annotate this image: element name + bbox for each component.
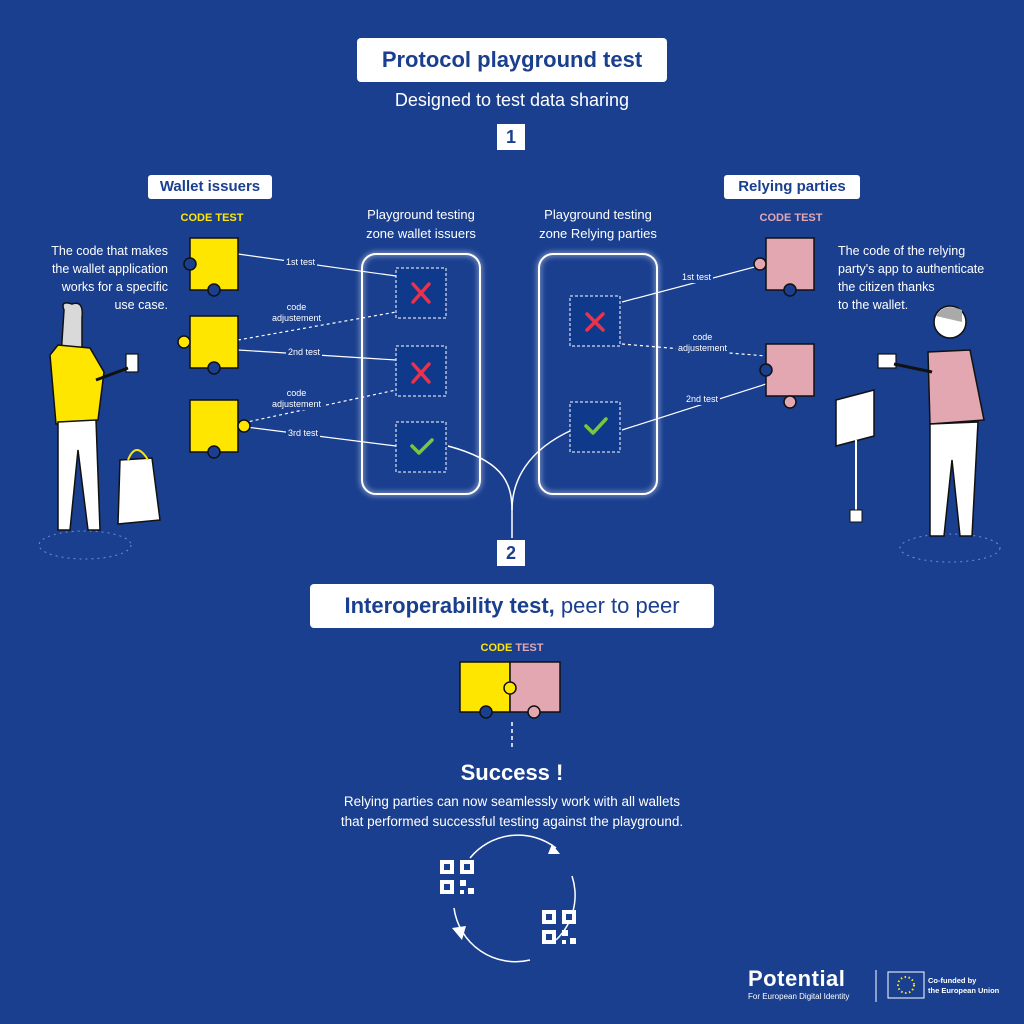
success-text: Relying parties can now seamlessly work … [340, 794, 684, 829]
page-title: Protocol playground test [357, 38, 667, 82]
right-code-test-label: CODE TEST [759, 212, 823, 224]
woman-illustration [38, 302, 161, 560]
right-description: The code of the relying party's app to a… [838, 244, 985, 312]
right-adjustment-label: code adjustement [676, 332, 730, 354]
zone-left-piece-3 [395, 421, 447, 473]
cycle-arrow-bottom [453, 907, 531, 963]
cycle-arrow-top [469, 834, 557, 859]
left-3rd-test-label: 3rd test [286, 428, 321, 439]
page-subtitle: Designed to test data sharing [394, 90, 630, 110]
yellow-puzzle-piece-2 [177, 315, 239, 375]
zone-wallet-issuers-title: Playground testing zone wallet issuers [366, 207, 476, 241]
eu-flag-icon [887, 971, 925, 999]
pink-puzzle-piece-1 [753, 237, 815, 297]
man-illustration [835, 305, 1001, 563]
left-adjustment-2-label: code adjustement [270, 388, 324, 410]
zone-relying-parties-title: Playground testing zone Relying parties [539, 207, 657, 241]
wallet-issuers-title: Wallet issuers [148, 175, 272, 199]
step-2-number: 2 [505, 543, 516, 563]
relying-parties-title: Relying parties [724, 175, 860, 199]
step-2-badge [497, 540, 525, 566]
pink-puzzle-piece-2 [759, 343, 815, 409]
interoperability-title: Interoperability test, peer to peer [310, 584, 714, 628]
success-title: Success ! [460, 760, 564, 785]
combined-puzzle [459, 661, 561, 719]
zone-left-piece-2 [395, 345, 447, 397]
left-1st-test-label: 1st test [284, 257, 318, 268]
success-check-icon [410, 438, 434, 455]
merge-line-right [511, 429, 573, 511]
cofunded-text: Co-funded by the European Union [928, 976, 1000, 995]
zone-wallet-issuers-frame [361, 253, 481, 495]
right-1st-test-label: 1st test [680, 272, 714, 283]
error-x-icon [411, 282, 431, 304]
left-code-test-label: CODE TEST [180, 212, 244, 224]
zone-right-piece-2 [569, 401, 621, 453]
left-2nd-test-label: 2nd test [286, 347, 323, 358]
right-2nd-test-label: 2nd test [684, 394, 721, 405]
error-x-icon [411, 362, 431, 384]
brand-tagline: For European Digital Identity [748, 992, 850, 1001]
combined-code-test-label: CODE TEST [480, 642, 544, 654]
qr-code-icon [440, 860, 474, 894]
brand-logo: Potential [748, 966, 846, 991]
yellow-puzzle-piece-3 [189, 399, 251, 459]
zone-relying-parties-frame [538, 253, 658, 495]
step-1-badge [497, 124, 525, 150]
zone-right-piece-1 [569, 295, 621, 347]
left-adjustment-1-label: code adjustement [270, 302, 324, 324]
zone-left-piece-1 [395, 267, 447, 319]
left-description: The code that makes the wallet applicati… [51, 244, 168, 312]
success-check-icon [584, 417, 608, 435]
error-x-icon [585, 312, 605, 332]
step-1-number: 1 [505, 127, 516, 147]
qr-code-icon [542, 910, 576, 944]
yellow-puzzle-piece-1 [183, 237, 239, 297]
